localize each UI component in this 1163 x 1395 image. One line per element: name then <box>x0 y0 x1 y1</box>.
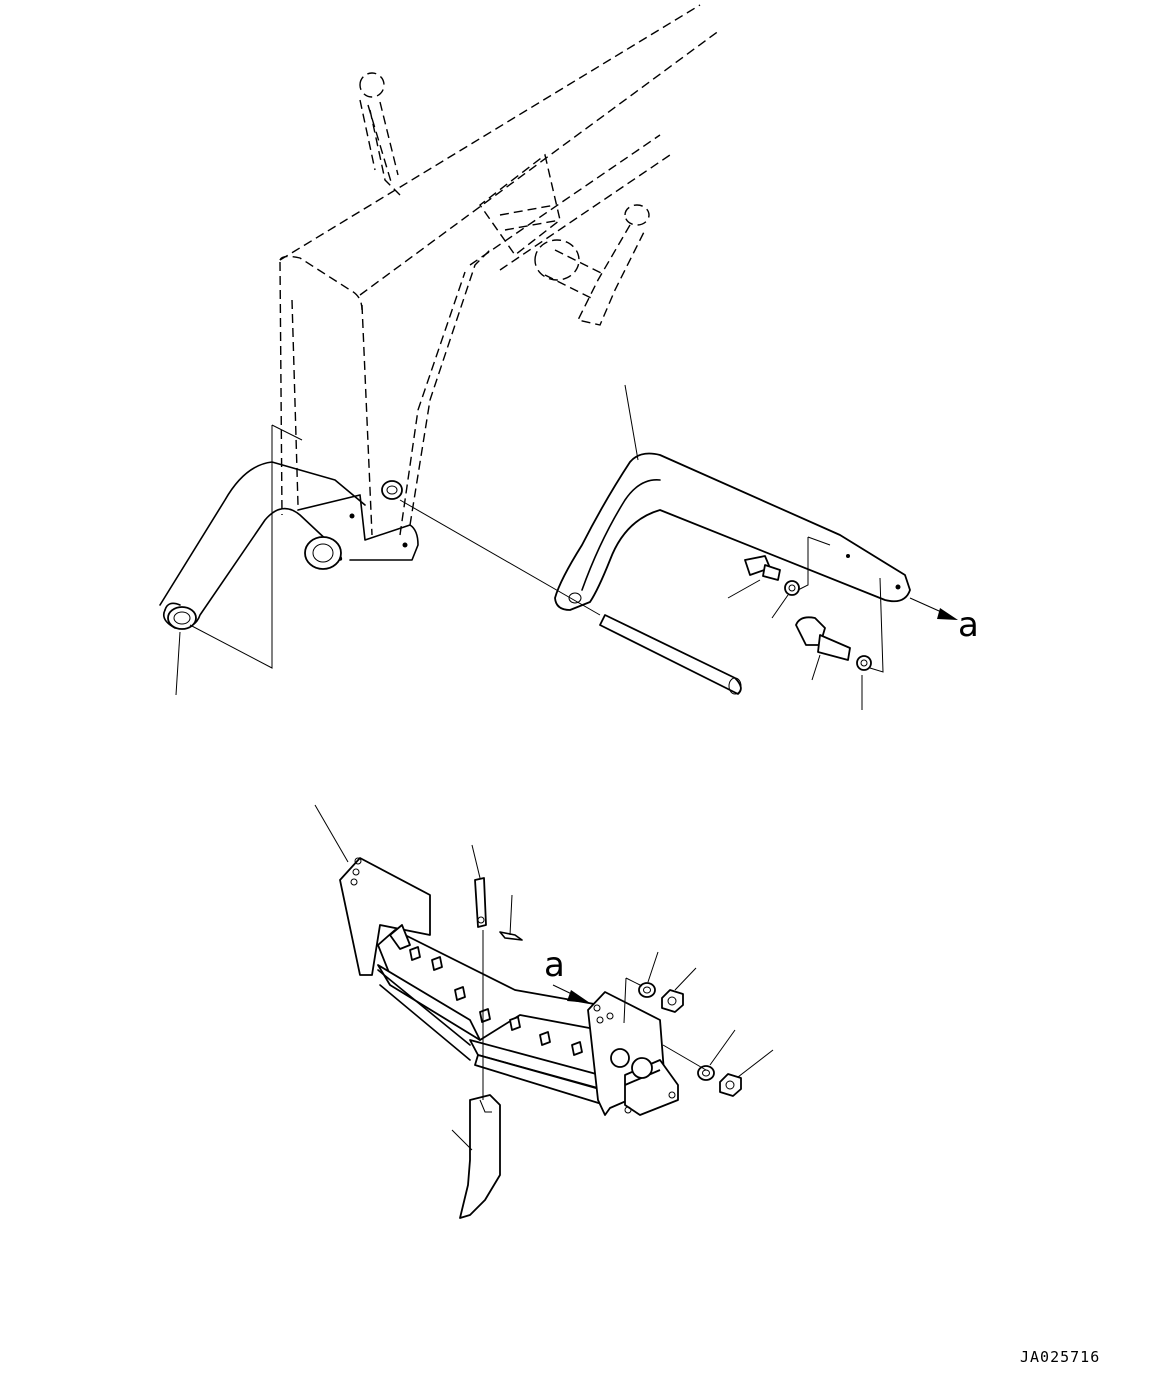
shank-pin <box>474 877 487 928</box>
ripper-frame <box>339 857 616 1106</box>
shank-clip <box>499 931 523 941</box>
steering-arm-top <box>359 72 399 186</box>
drawing-code: JA025716 <box>1020 1348 1100 1366</box>
bolt-part <box>744 555 781 581</box>
left-bracket-fitted <box>159 461 419 630</box>
top-leader-lines <box>175 384 958 710</box>
view-label-bottom: a <box>544 945 565 985</box>
main-frame-outline <box>279 4 721 536</box>
steering-arm-right <box>534 204 650 326</box>
washer-2 <box>856 655 872 671</box>
bottom-leader-lines <box>314 804 774 1151</box>
nut-1 <box>661 989 684 1013</box>
ripper-shank <box>459 1094 501 1219</box>
view-label-top: a <box>958 605 979 645</box>
washer-3 <box>638 982 656 998</box>
pin-part <box>599 614 742 695</box>
washer-4 <box>697 1065 715 1081</box>
washer-1 <box>784 580 800 596</box>
nut-2 <box>719 1073 742 1097</box>
ripper-side-plate <box>587 991 679 1116</box>
right-bracket-part <box>554 452 911 611</box>
stud-part <box>795 616 851 661</box>
